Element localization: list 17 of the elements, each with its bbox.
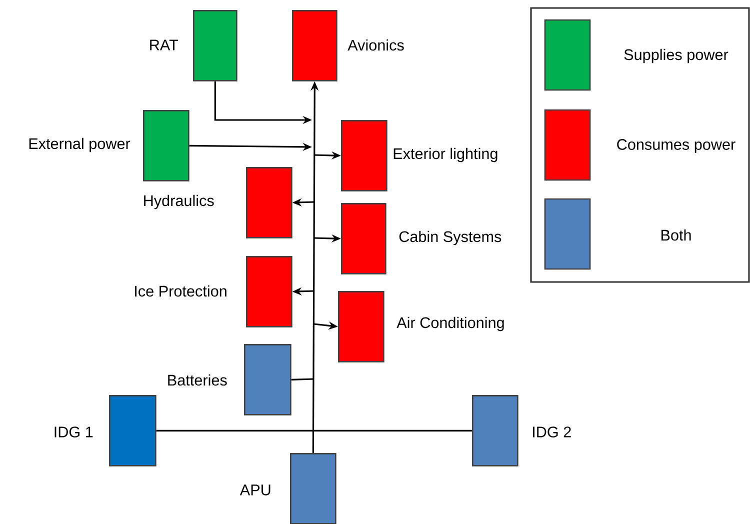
box-label: Avionics (348, 39, 404, 51)
connector (156, 430, 472, 432)
box-label: APU (240, 484, 270, 496)
box-label: Air Conditioning (396, 316, 504, 332)
box-label: Batteries (168, 374, 227, 386)
legend-label: Supplies power (624, 48, 728, 64)
legend-label: Both (661, 229, 691, 241)
connector (291, 378, 314, 380)
box-label: IDG 2 (533, 426, 571, 438)
box-label: Hydraulics (144, 194, 214, 210)
box-label: External power (29, 138, 130, 152)
box-label: Ice Protection (135, 285, 226, 297)
legend-label: Consumes power (617, 139, 736, 153)
box-label: RAT (150, 40, 178, 50)
box-label: Cabin Systems (399, 230, 502, 246)
box-label: IDG 1 (54, 426, 93, 438)
box-label: Exterior lighting (394, 148, 498, 162)
